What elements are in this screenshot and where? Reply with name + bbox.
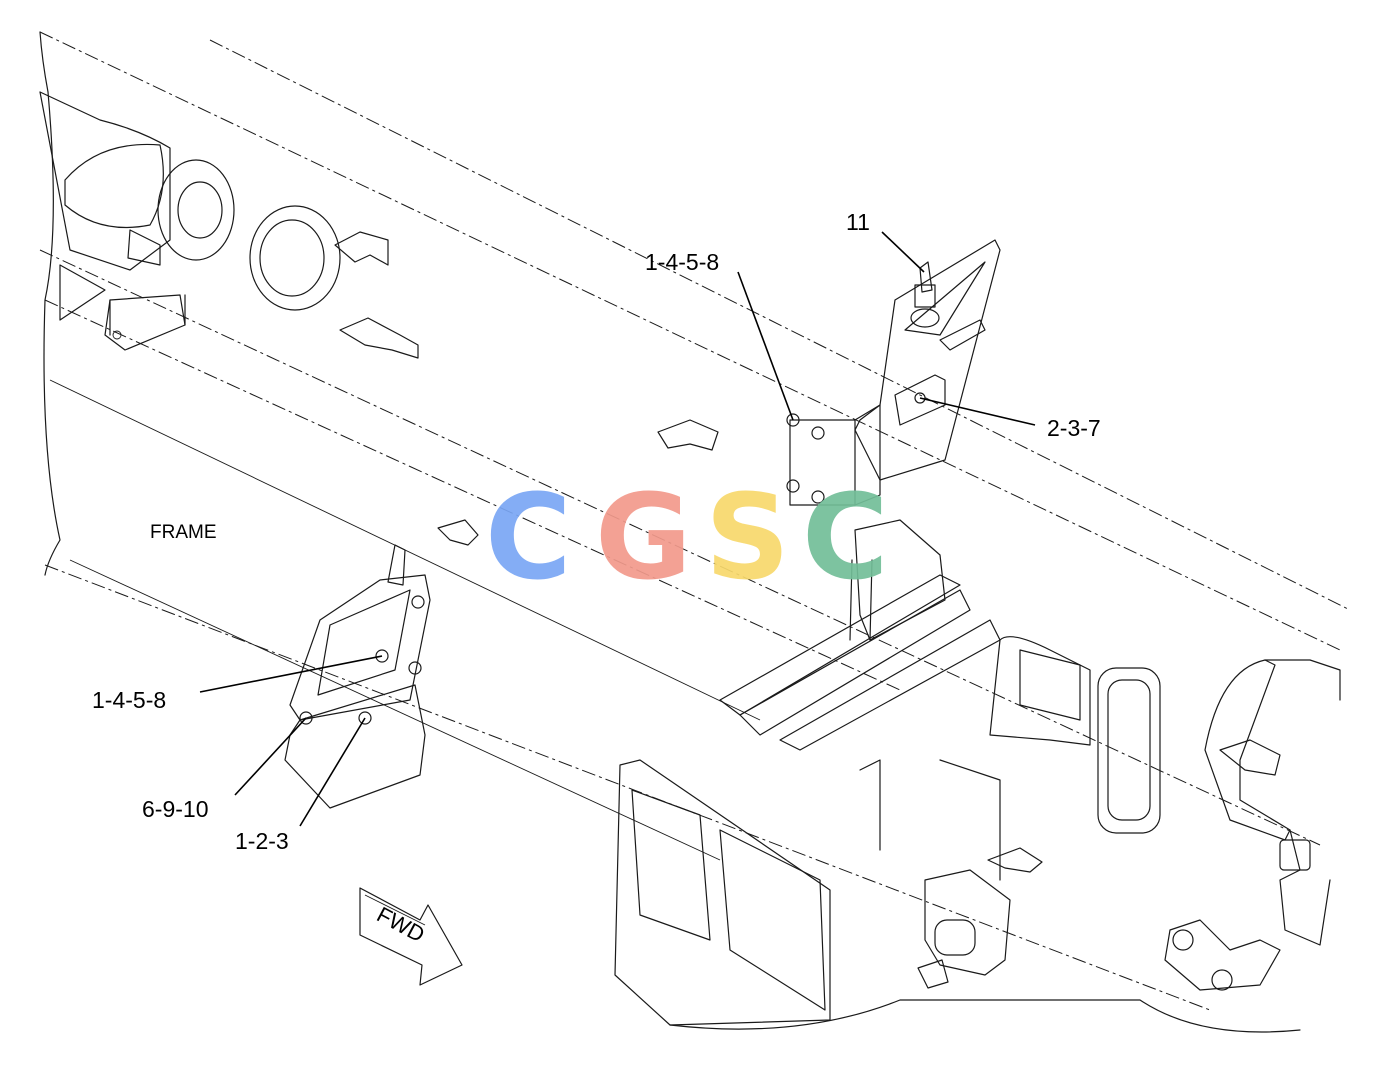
callout-6-9-10: 6-9-10 [142, 796, 208, 822]
left-bracket-assembly [284, 544, 431, 809]
callout-1-4-5-8-lower: 1-4-5-8 [92, 687, 166, 713]
right-sensor-bracket [786, 239, 1001, 506]
watermark-letter-g: G [595, 468, 692, 606]
frame-rail-outline [39, 31, 1351, 1011]
leader-lines [199, 231, 1036, 827]
callout-1-4-5-8-upper: 1-4-5-8 [645, 249, 719, 275]
watermark-letter-c2: C [802, 468, 889, 606]
frame-label: FRAME [150, 522, 217, 543]
watermark-letter-s: S [705, 468, 790, 606]
cgsc-watermark: C G S C [485, 468, 889, 606]
callout-1-2-3: 1-2-3 [235, 828, 289, 854]
callout-11: 11 [846, 209, 870, 235]
right-frame-structure [924, 659, 1341, 991]
small-brackets [334, 231, 1281, 989]
forward-arrow: FWD [359, 887, 463, 986]
cross-member [719, 519, 1161, 881]
watermark-letter-c1: C [485, 468, 572, 606]
callout-2-3-7: 2-3-7 [1047, 415, 1101, 441]
frame-plate-top-left [39, 91, 341, 351]
lower-frame-plate [614, 759, 1301, 1033]
fwd-label: FWD [373, 902, 429, 948]
